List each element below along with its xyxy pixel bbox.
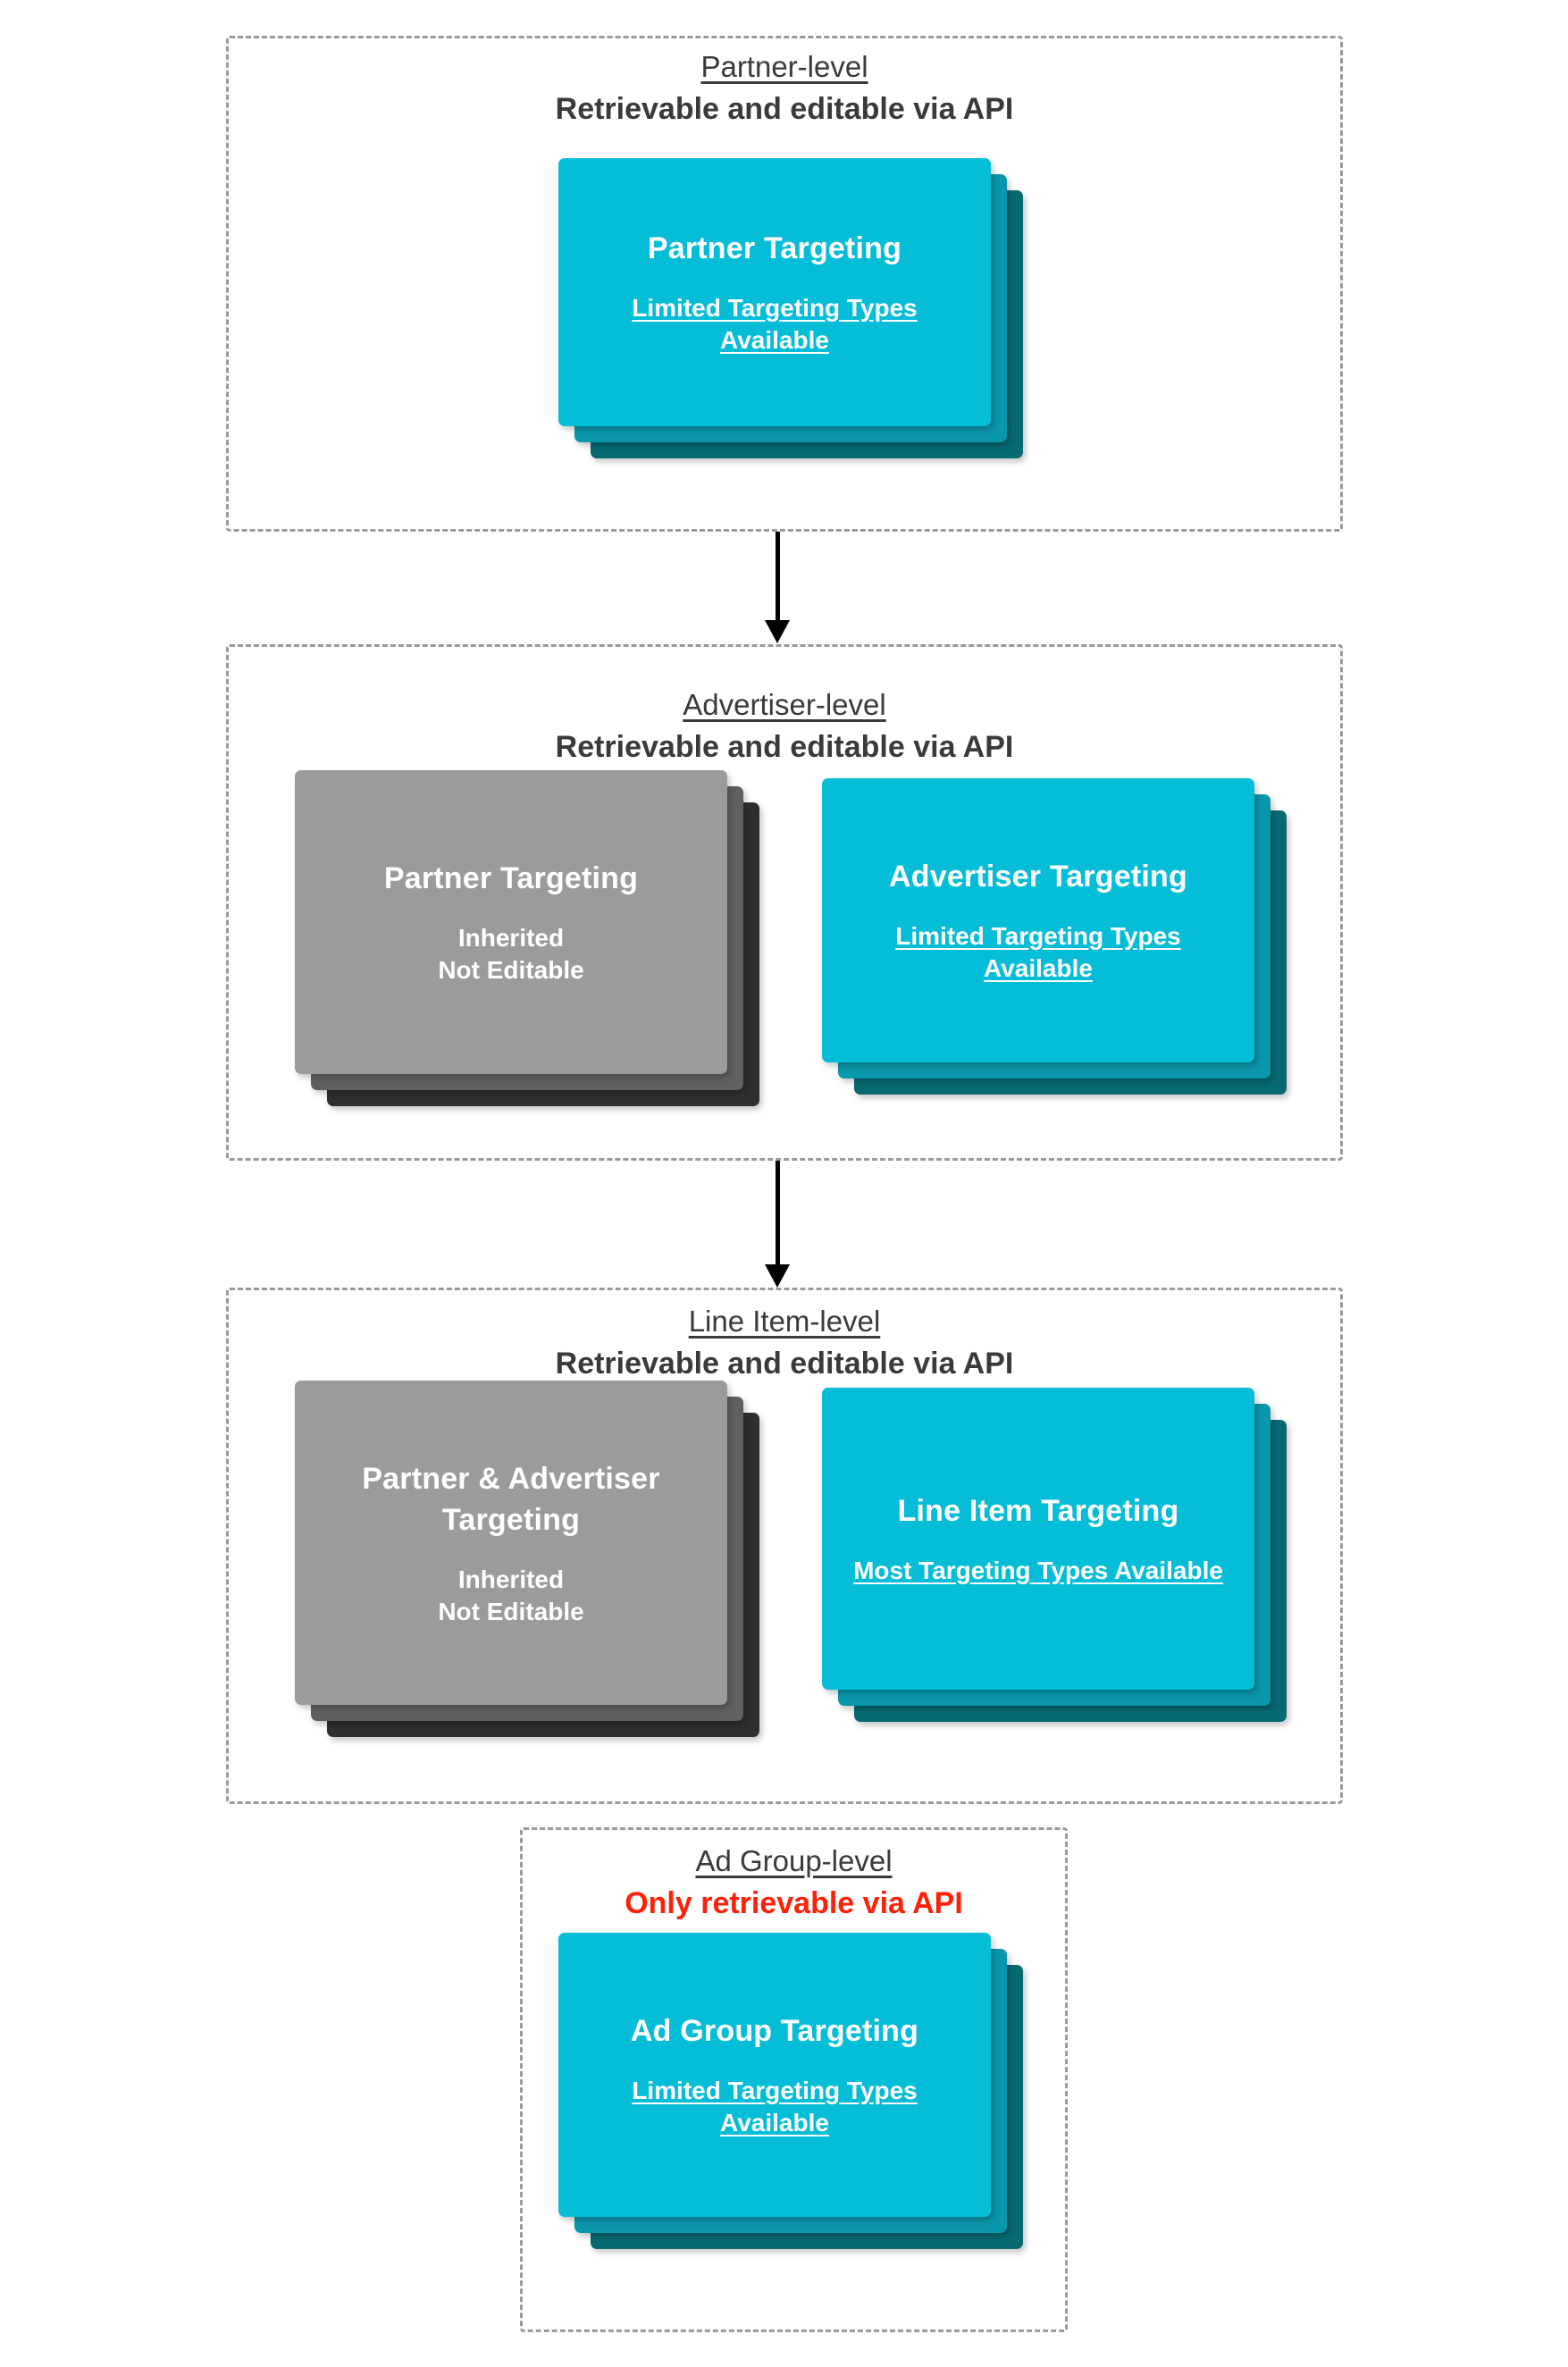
level-box-partner (226, 36, 1343, 532)
card-layer-front: Partner Targeting Limited Targeting Type… (558, 158, 991, 426)
card-body: Advertiser Targeting Limited Targeting T… (822, 778, 1254, 1062)
card-note: Inherited Not Editable (438, 1565, 584, 1625)
level-box-line-item (226, 1288, 1343, 1804)
card-body: Partner Targeting Limited Targeting Type… (558, 158, 991, 426)
card-note: Limited Targeting Types Available (895, 922, 1181, 982)
card-title: Advertiser Targeting (888, 860, 1187, 894)
level-box-ad-group (520, 1827, 1068, 2332)
arrow-partner-to-advertiser (764, 532, 791, 643)
level-box-advertiser (226, 644, 1343, 1161)
card-body: Partner Targeting Inherited Not Editable (295, 770, 727, 1074)
card-body: Line Item Targeting Most Targeting Types… (822, 1388, 1254, 1690)
card-title: Partner & Advertiser Targeting (362, 1461, 660, 1537)
card-stack-partner-targeting[interactable]: Partner Targeting Limited Targeting Type… (558, 158, 1023, 458)
card-layer-front: Partner & Advertiser Targeting Inherited… (295, 1381, 727, 1705)
card-stack-partner-targeting-inherited[interactable]: Partner Targeting Inherited Not Editable (295, 770, 759, 1119)
card-title: Partner Targeting (383, 861, 639, 895)
card-note: Inherited Not Editable (438, 924, 584, 984)
arrow-head (765, 1264, 790, 1288)
card-layer-front: Advertiser Targeting Limited Targeting T… (822, 778, 1254, 1062)
arrow-shaft (776, 1161, 780, 1264)
arrow-shaft (776, 532, 780, 620)
card-title: Ad Group Targeting (630, 2014, 919, 2048)
card-layer-front: Partner Targeting Inherited Not Editable (295, 770, 727, 1074)
card-title: Line Item Targeting (897, 1494, 1179, 1528)
arrow-head (765, 620, 790, 643)
card-note: Limited Targeting Types Available (632, 294, 918, 354)
card-stack-line-item-targeting[interactable]: Line Item Targeting Most Targeting Types… (822, 1388, 1287, 1739)
card-note: Limited Targeting Types Available (632, 2077, 918, 2136)
card-note: Most Targeting Types Available (853, 1557, 1223, 1584)
card-layer-front: Ad Group Targeting Limited Targeting Typ… (558, 1933, 991, 2217)
card-title: Partner Targeting (647, 231, 902, 265)
card-body: Partner & Advertiser Targeting Inherited… (295, 1381, 727, 1705)
arrow-advertiser-to-line-item (764, 1161, 791, 1288)
card-stack-ad-group-targeting[interactable]: Ad Group Targeting Limited Targeting Typ… (558, 1933, 1023, 2260)
card-body: Ad Group Targeting Limited Targeting Typ… (558, 1933, 991, 2217)
card-stack-advertiser-targeting[interactable]: Advertiser Targeting Limited Targeting T… (822, 778, 1287, 1111)
card-stack-partner-advertiser-targeting-inherited[interactable]: Partner & Advertiser Targeting Inherited… (295, 1381, 759, 1756)
card-layer-front: Line Item Targeting Most Targeting Types… (822, 1388, 1254, 1690)
